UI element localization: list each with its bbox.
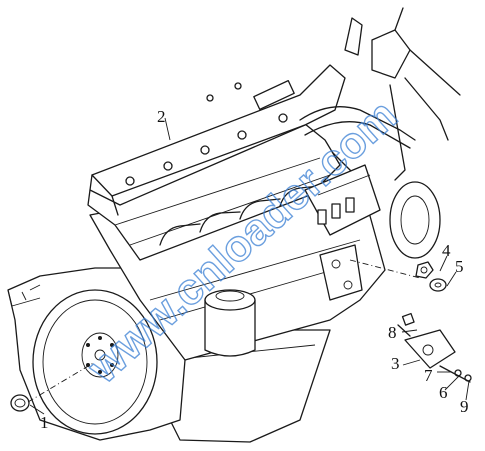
sender-part-3	[397, 324, 456, 369]
bolt-part-8	[401, 312, 415, 326]
crankshaft-seal-part-1	[10, 394, 30, 412]
callout-9: 9	[460, 397, 469, 416]
axis-line-1	[27, 361, 96, 403]
callout-4: 4	[442, 241, 451, 260]
callout-labels: 1 2 3 4 5 6 7 8 9	[40, 107, 469, 432]
fuel-lines	[299, 84, 416, 181]
timing-cover	[389, 181, 441, 259]
small-parts-6-7-9	[439, 365, 472, 383]
callout-7: 7	[424, 366, 433, 385]
fan-assembly	[344, 7, 461, 141]
callout-6: 6	[439, 383, 448, 402]
injection-pump	[304, 164, 381, 236]
oil-filter	[204, 289, 256, 357]
side-bracket	[319, 244, 363, 301]
callout-1: 1	[40, 413, 49, 432]
nut-part-4	[415, 261, 434, 279]
callout-8: 8	[388, 323, 397, 342]
callout-3: 3	[391, 354, 400, 373]
washer-part-5	[429, 278, 447, 292]
callout-2: 2	[157, 107, 166, 126]
callout-5: 5	[455, 257, 464, 276]
valve-cover-part-2	[89, 64, 346, 216]
leader-lines	[29, 117, 470, 415]
manifold-runners	[159, 185, 321, 246]
